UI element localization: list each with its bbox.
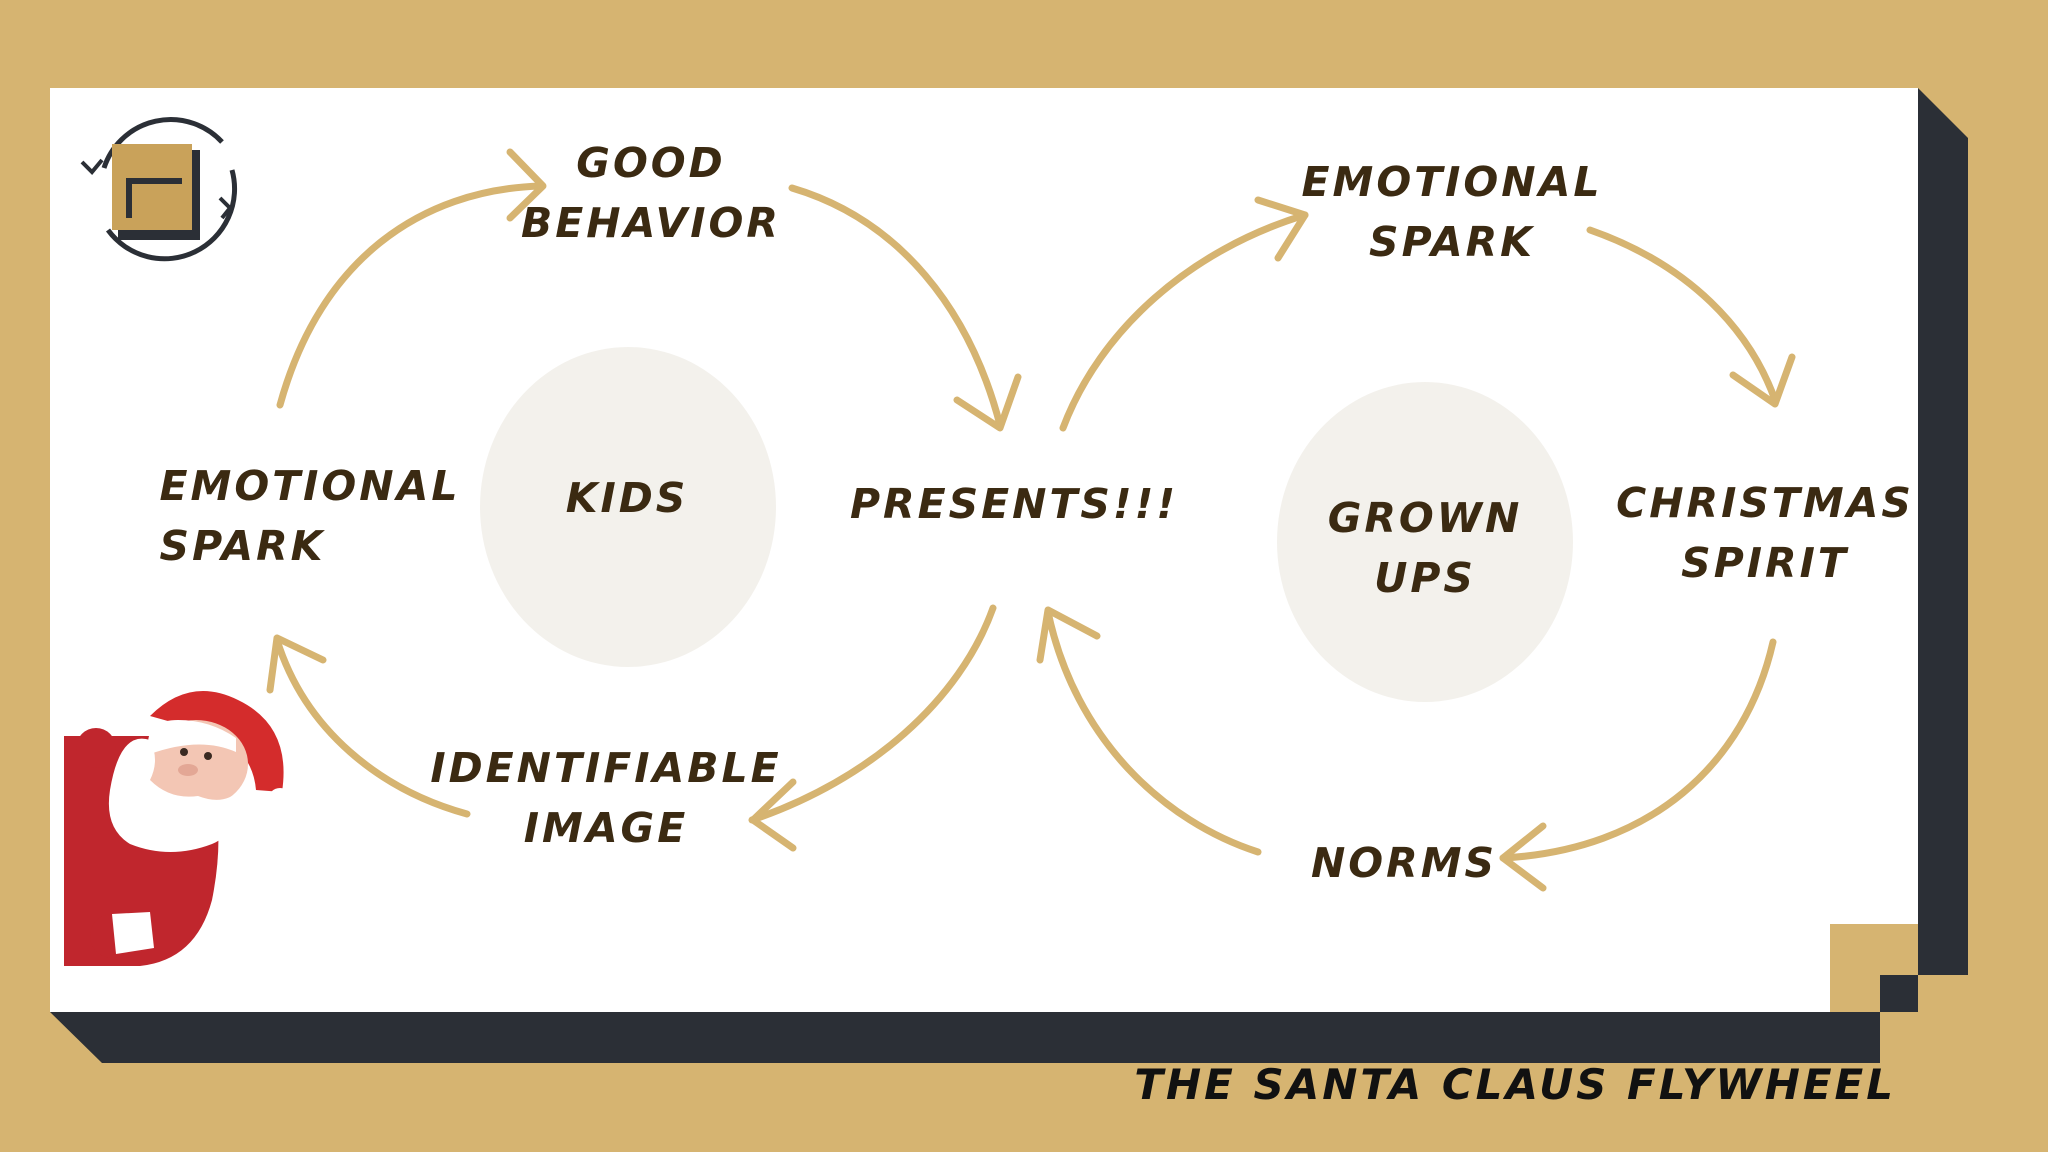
presents-label: PRESENTS!!! (849, 480, 1179, 528)
kids-hub-label: KIDS (565, 474, 689, 522)
kids-hub (480, 347, 776, 667)
arrow-spark-to-behavior-head (506, 148, 547, 222)
santa-claus-icon (64, 691, 292, 966)
arrow-presents-to-image (748, 604, 997, 824)
arrow-norms-to-presents (1044, 608, 1262, 856)
arrow-behavior-to-presents (788, 184, 1004, 429)
norms-label: NORMS (1310, 839, 1498, 887)
arrow-behavior-to-presents-head (953, 373, 1022, 432)
arrow-spark-to-behavior (276, 182, 544, 409)
arrow-spark-to-spirit-head (1729, 353, 1796, 408)
diagram-card (50, 88, 1918, 1012)
arrow-presents-to-spark (1059, 211, 1309, 432)
arrow-image-to-spark (273, 636, 471, 818)
arrow-presents-to-image-head (749, 778, 797, 852)
arrow-spirit-to-norms (1499, 638, 1777, 862)
grown-ups-hub (1277, 382, 1573, 702)
arrow-presents-to-spark-head (1254, 196, 1309, 262)
flywheel-logo-icon (80, 117, 238, 262)
arrow-spark-to-spirit (1586, 226, 1779, 404)
flywheel-title: THE SANTA CLAUS FLYWHEEL (1134, 1060, 1896, 1109)
arrow-spirit-to-norms-head (1499, 822, 1547, 892)
arrow-image-to-spark-head (266, 634, 327, 694)
arrow-norms-to-presents-head (1036, 606, 1101, 664)
